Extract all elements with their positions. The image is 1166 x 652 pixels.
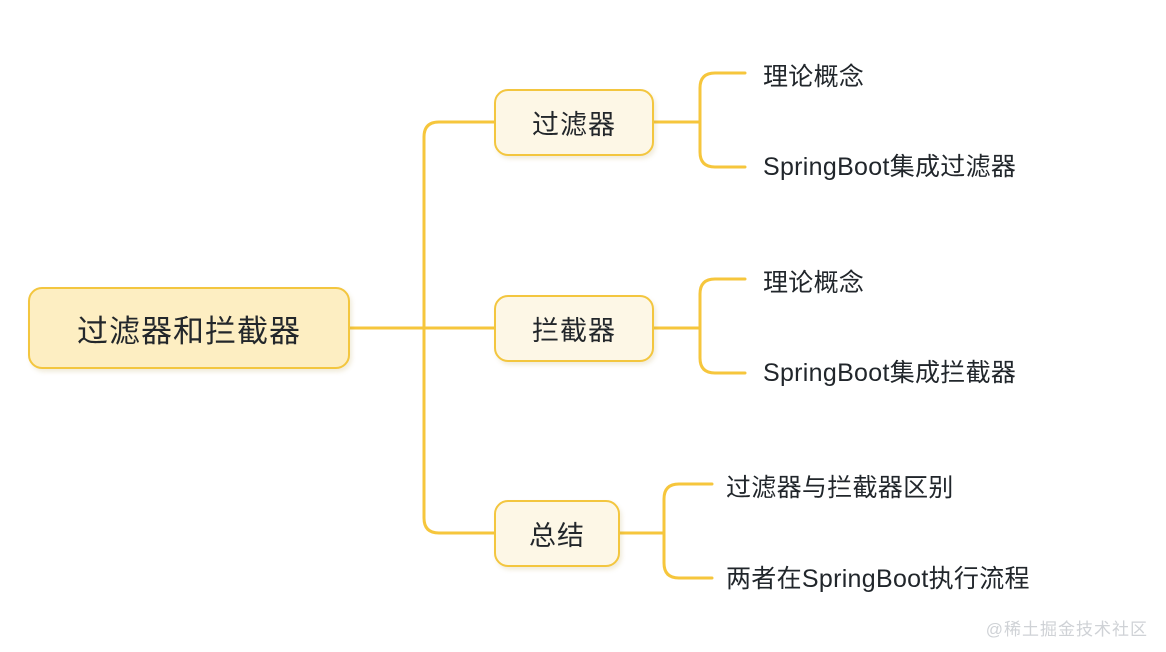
connector-branch-2-leaf-1 bbox=[698, 277, 747, 330]
mindmap-root-node[interactable]: 过滤器和拦截器 bbox=[28, 287, 350, 369]
connector-branch-1-leaf-1 bbox=[698, 71, 747, 124]
connector-trunk-to-branch-1 bbox=[422, 120, 496, 330]
mindmap-leaf-node[interactable]: SpringBoot集成拦截器 bbox=[763, 359, 1017, 387]
mindmap-branch-node-summary[interactable]: 总结 bbox=[494, 500, 620, 567]
mindmap-branch-node-interceptor[interactable]: 拦截器 bbox=[494, 295, 654, 362]
connector-branch-3-leaf-2 bbox=[662, 531, 714, 580]
mindmap-leaf-node[interactable]: 两者在SpringBoot执行流程 bbox=[726, 565, 1030, 593]
mindmap-branch-label: 拦截器 bbox=[532, 316, 616, 346]
mindmap-branch-label: 过滤器 bbox=[532, 110, 616, 140]
mindmap-leaf-node[interactable]: 理论概念 bbox=[763, 269, 865, 297]
mindmap-leaf-node[interactable]: SpringBoot集成过滤器 bbox=[763, 153, 1017, 181]
connector-branch-2-leaf-2 bbox=[698, 326, 747, 375]
connector-branch-1-leaf-2 bbox=[698, 120, 747, 169]
watermark: @稀土掘金技术社区 bbox=[985, 620, 1148, 639]
mindmap-branch-node-filter[interactable]: 过滤器 bbox=[494, 89, 654, 156]
mindmap-root-label: 过滤器和拦截器 bbox=[77, 313, 301, 349]
connector-trunk-to-branch-3 bbox=[422, 326, 496, 535]
mindmap-branch-label: 总结 bbox=[529, 521, 585, 551]
mindmap-leaf-node[interactable]: 过滤器与拦截器区别 bbox=[726, 474, 954, 502]
mindmap-leaf-node[interactable]: 理论概念 bbox=[763, 63, 865, 91]
connector-branch-3-leaf-1 bbox=[662, 482, 714, 535]
